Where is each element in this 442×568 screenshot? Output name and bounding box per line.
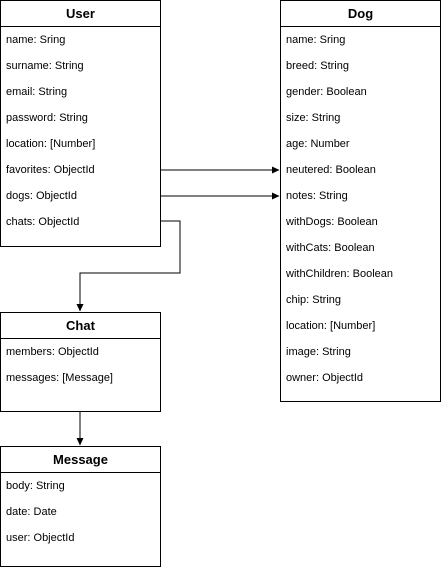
user-field-location: location: [Number] [6, 138, 96, 150]
message-entity[interactable]: Message body: String date: Date user: Ob… [0, 446, 161, 567]
chat-entity-fields: members: ObjectId messages: [Message] [1, 339, 160, 391]
dog-field-chip: chip: String [286, 294, 342, 306]
message-field-date: date: Date [6, 506, 57, 518]
user-entity-fields: name: Sring surname: String email: Strin… [1, 27, 160, 235]
user-field-password: password: String [6, 112, 88, 124]
user-field-name: name: Sring [6, 34, 66, 46]
user-field-email: email: String [6, 86, 68, 98]
dog-field-size: size: String [286, 112, 341, 124]
dog-field-owner: owner: ObjectId [286, 372, 364, 384]
dog-field-image: image: String [286, 346, 351, 358]
dog-entity-fields: name: Sring breed: String gender: Boolea… [281, 27, 440, 391]
dog-field-with-cats: withCats: Boolean [286, 242, 375, 254]
dog-field-with-children: withChildren: Boolean [286, 268, 394, 280]
user-field-favorites: favorites: ObjectId [6, 164, 95, 176]
user-field-surname: surname: String [6, 60, 84, 72]
dog-field-age: age: Number [286, 138, 350, 150]
dog-field-breed: breed: String [286, 60, 349, 72]
dog-entity-title: Dog [281, 1, 440, 27]
user-entity-title: User [1, 1, 160, 27]
message-entity-title: Message [1, 447, 160, 473]
message-field-body: body: String [6, 480, 65, 492]
chat-field-messages: messages: [Message] [6, 372, 113, 384]
user-entity[interactable]: User name: Sring surname: String email: … [0, 0, 161, 247]
dog-field-with-dogs: withDogs: Boolean [286, 216, 378, 228]
dog-field-location: location: [Number] [286, 320, 376, 332]
chat-entity-title: Chat [1, 313, 160, 339]
message-entity-fields: body: String date: Date user: ObjectId [1, 473, 160, 551]
dog-field-name: name: Sring [286, 34, 346, 46]
user-field-chats: chats: ObjectId [6, 216, 80, 228]
dog-entity[interactable]: Dog name: Sring breed: String gender: Bo… [280, 0, 441, 402]
user-field-dogs: dogs: ObjectId [6, 190, 77, 202]
dog-field-neutered: neutered: Boolean [286, 164, 376, 176]
message-field-user: user: ObjectId [6, 532, 75, 544]
dog-field-gender: gender: Boolean [286, 86, 367, 98]
chat-field-members: members: ObjectId [6, 346, 99, 358]
chat-entity[interactable]: Chat members: ObjectId messages: [Messag… [0, 312, 161, 412]
dog-field-notes: notes: String [286, 190, 348, 202]
